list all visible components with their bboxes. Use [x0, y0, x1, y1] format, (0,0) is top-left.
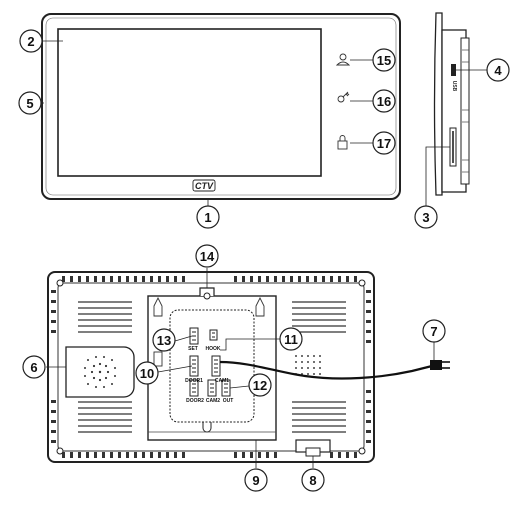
vent-grille-right-bottom: [292, 401, 346, 433]
callout-9: 9: [244, 468, 268, 492]
callout-4-number: 4: [494, 63, 502, 78]
monitor-front-inner-edge: [45, 17, 397, 196]
callout-16-number: 16: [377, 94, 391, 109]
connector-label-cam2: CAM2: [206, 398, 220, 404]
callout-6: 6: [22, 355, 46, 379]
callout-8-number: 8: [309, 473, 316, 488]
callout-13-number: 13: [157, 333, 171, 348]
power-plug: [430, 360, 442, 370]
callout-2-number: 2: [27, 34, 34, 49]
callout-15-number: 15: [377, 53, 391, 68]
ctv-logo: CTV: [192, 179, 216, 192]
callout-12-number: 12: [253, 378, 267, 393]
ctv-logo-text: CTV: [195, 181, 214, 191]
power-cable: [219, 360, 450, 380]
connector-hook: [209, 329, 218, 341]
callout-11: 11: [279, 327, 303, 351]
callout-10-number: 10: [140, 366, 154, 381]
side-leader-lines: [425, 69, 487, 206]
bottom-ribs: [62, 452, 357, 458]
key-icon: [337, 91, 350, 103]
callout-7-number: 7: [430, 324, 437, 339]
back-leader-lines: [46, 268, 435, 468]
callout-3: 3: [414, 205, 438, 229]
dot-grille-right: [295, 355, 321, 375]
vent-grille-right-top: [292, 301, 346, 333]
callout-1: 1: [196, 205, 220, 229]
back-view: SET HOOK CAM1 DOOR1 DOOR2 CAM2 OUT: [22, 244, 450, 492]
connector-door2: [189, 379, 199, 397]
callout-17: 17: [372, 131, 396, 155]
vent-grille-left-bottom: [78, 401, 132, 433]
corner-screws: [56, 279, 366, 455]
callout-17-number: 17: [377, 136, 391, 151]
monitor-screen: [57, 28, 322, 177]
side-edge-ribs: [51, 290, 371, 443]
connector-label-door2: DOOR2: [186, 398, 204, 404]
connector-set: [189, 327, 199, 345]
speaker-holes: [84, 356, 116, 388]
callout-13: 13: [152, 328, 176, 352]
callout-5: 5: [18, 91, 42, 115]
front-view: CTV 1 2: [18, 13, 401, 229]
vent-grille-left-top: [78, 301, 132, 333]
connector-cam1: [211, 355, 221, 377]
callout-9-number: 9: [252, 473, 259, 488]
callout-14: 14: [195, 244, 219, 268]
side-profile-front: [433, 12, 443, 196]
callout-6-number: 6: [30, 360, 37, 375]
connector-block: SET HOOK CAM1 DOOR1 DOOR2 CAM2 OUT: [169, 309, 255, 423]
usb-port: [451, 64, 456, 76]
callout-16: 16: [372, 89, 396, 113]
lock-icon: [337, 135, 348, 150]
connector-label-set: SET: [188, 346, 198, 352]
usb-label: USB: [451, 81, 457, 92]
callout-15: 15: [372, 48, 396, 72]
callout-7: 7: [422, 319, 446, 343]
callout-14-number: 14: [200, 249, 215, 264]
side-view: USB 3 4: [414, 12, 510, 229]
callout-10: 10: [135, 361, 159, 385]
front-leader-lines: [40, 40, 373, 206]
callout-3-number: 3: [422, 210, 429, 225]
callout-1-number: 1: [204, 210, 211, 225]
callout-2: 2: [19, 29, 43, 53]
callout-8: 8: [301, 468, 325, 492]
connector-label-door1: DOOR1: [185, 378, 203, 384]
connector-label-out: OUT: [223, 398, 234, 404]
side-profile-back: [460, 37, 470, 185]
connector-cam2: [207, 379, 217, 397]
callout-5-number: 5: [26, 96, 33, 111]
top-ribs: [62, 276, 357, 282]
callout-11-number: 11: [284, 332, 298, 347]
connector-label-cam1: CAM1: [215, 378, 229, 384]
power-jack: [295, 439, 331, 457]
side-ribs: [462, 49, 469, 173]
connector-label-hook: HOOK: [206, 346, 221, 352]
speaker: [65, 346, 135, 398]
callout-4: 4: [486, 58, 510, 82]
callout-12: 12: [248, 373, 272, 397]
person-icon: [335, 53, 351, 66]
